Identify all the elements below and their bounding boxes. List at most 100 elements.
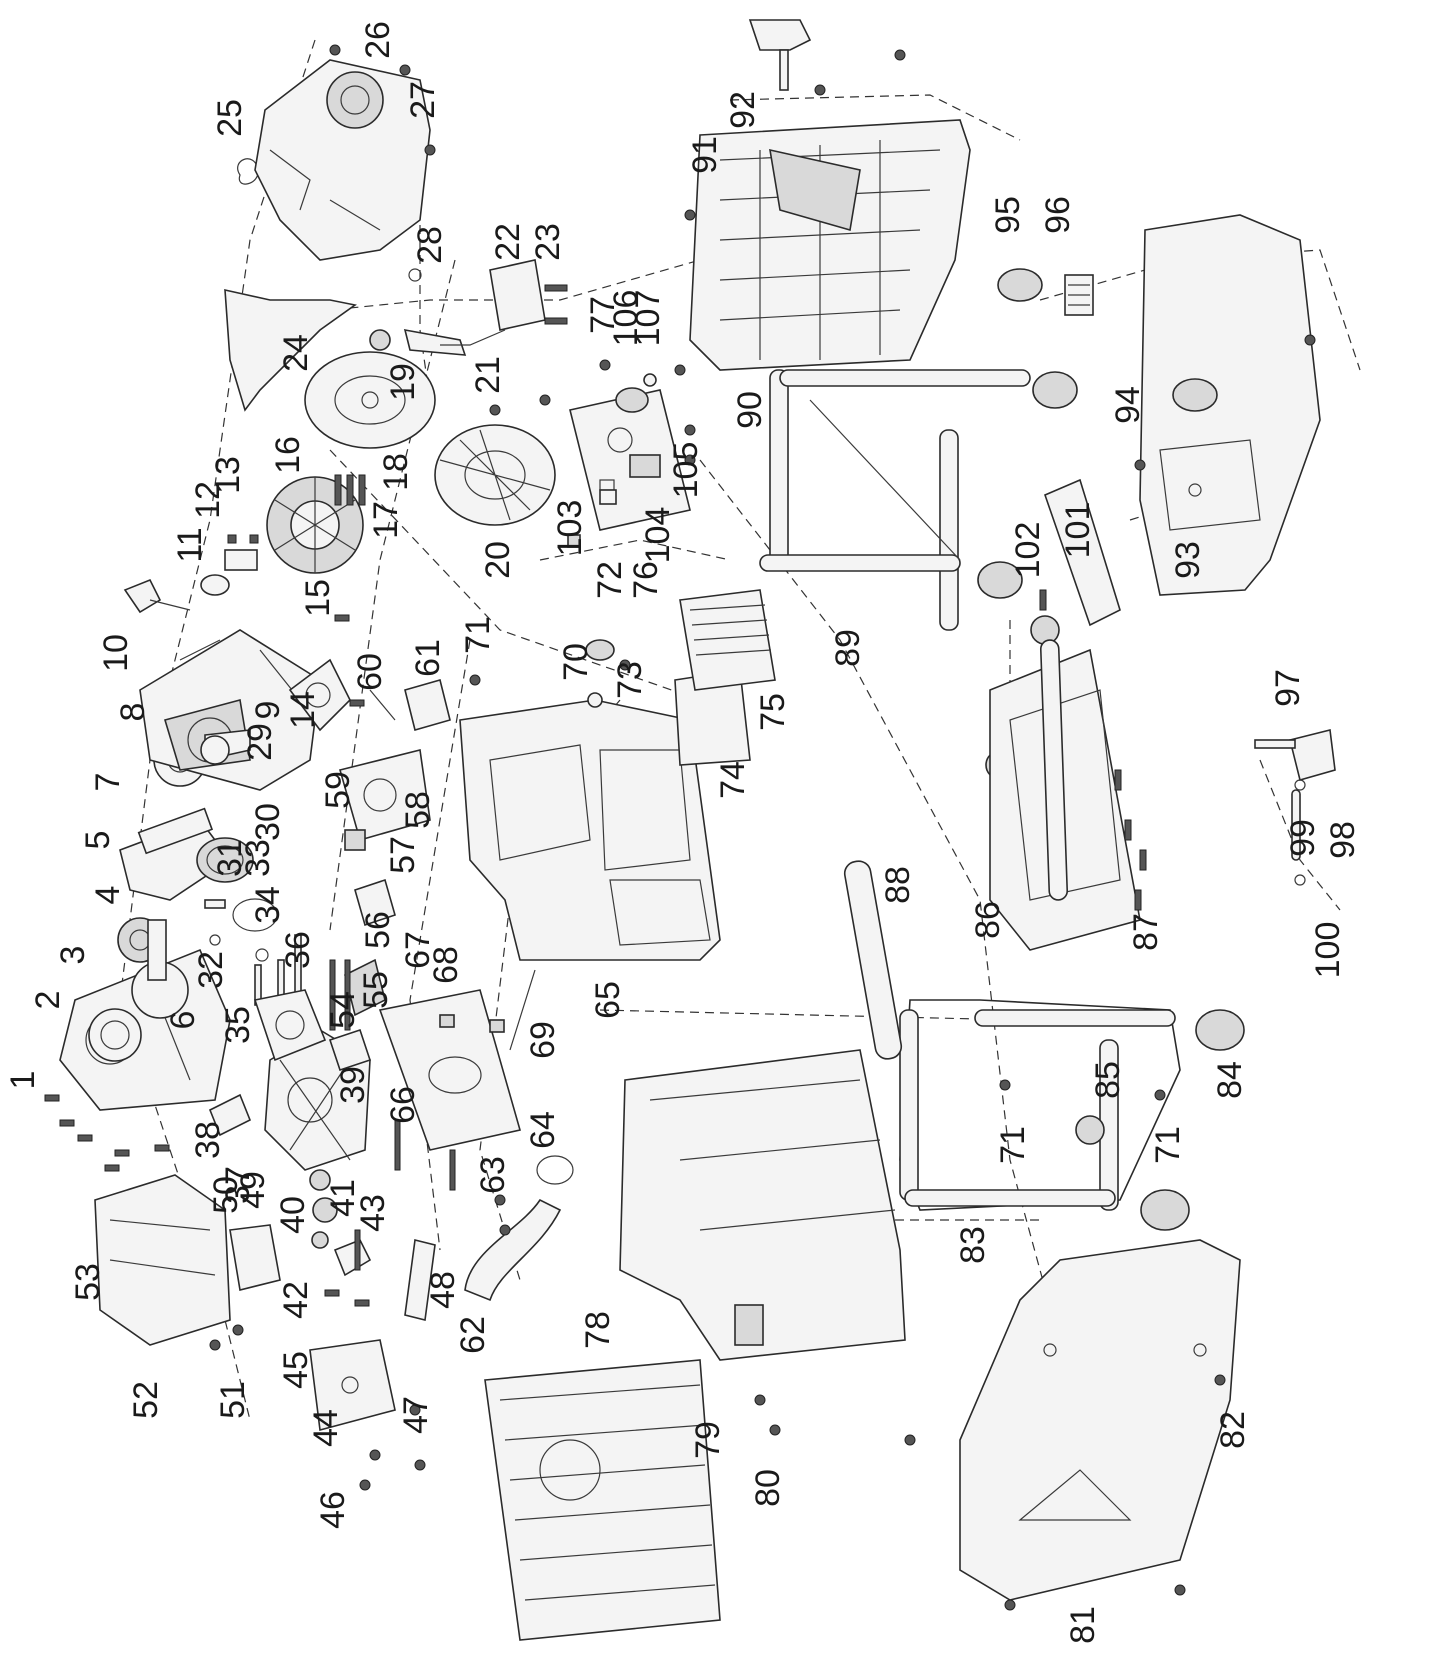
spring-clip [408,268,422,282]
callout-20: 20 [479,541,517,579]
frame-lower [899,999,1181,1211]
piston [196,837,254,883]
callout-56: 56 [359,911,397,949]
fan-shroud [224,288,357,412]
bolt-set-15 [334,614,365,707]
muffler-gasket [229,1224,281,1291]
callout-27: 27 [404,81,442,119]
callout-59: 59 [319,771,357,809]
callout-23: 23 [529,223,567,261]
callout-44: 44 [307,1409,345,1447]
callout-13: 13 [209,456,247,494]
fuel-strainer [1064,274,1094,316]
side-panel-left [619,1049,906,1361]
callout-80: 80 [749,1469,787,1507]
bolt-set-1 [44,1094,170,1172]
callout-67: 67 [399,931,437,969]
connecting-rod [200,729,251,765]
callout-91: 91 [686,136,724,174]
callout-95: 95 [989,196,1027,234]
callout-3: 3 [54,946,92,965]
piston-pin [204,899,226,946]
callout-42: 42 [277,1281,315,1319]
callout-8: 8 [114,703,152,722]
callout-43: 43 [354,1194,392,1232]
callout-21: 21 [469,356,507,394]
callout-48: 48 [424,1271,462,1309]
fuel-tank [1139,214,1321,596]
rocker-arm [333,1229,372,1277]
callout-74: 74 [714,761,752,799]
callout-45: 45 [277,1351,315,1389]
callout-53: 53 [69,1263,107,1301]
callout-12: 12 [189,481,227,519]
callout-65: 65 [589,981,627,1019]
grip [1039,478,1121,627]
callout-78: 78 [579,1311,617,1349]
head-gasket [253,989,327,1062]
spark-plug [208,1093,252,1137]
cooling-fan [434,424,556,526]
callout-29: 29 [241,723,279,761]
callout-100: 100 [1309,922,1347,979]
callout-49: 49 [234,1171,272,1209]
callout-105: 105 [667,442,705,499]
callout-32: 32 [192,951,230,989]
side-panel-upper [689,119,971,371]
callout-75: 75 [754,693,792,731]
callout-57: 57 [384,836,422,874]
recoil-screws [329,44,436,156]
callout-30: 30 [249,803,287,841]
callout-52: 52 [127,1381,165,1419]
panel-screws [599,359,696,436]
callout-16: 16 [269,436,307,474]
callout-55: 55 [357,971,395,1009]
callout-87: 87 [1127,913,1165,951]
front-cover [484,1359,721,1641]
callout-90: 90 [731,391,769,429]
callout-94: 94 [1109,386,1147,424]
callout-33: 33 [239,839,277,877]
rubber-feet-89 [977,371,1078,599]
callout-77: 77 [584,296,622,334]
screw-71 [469,674,1166,1101]
carry-handle [748,19,812,91]
panel-screws-82 [1004,1374,1226,1611]
callout-47: 47 [397,1396,435,1434]
outlets [599,454,696,505]
o-ring [536,1155,574,1185]
callout-11: 11 [171,527,209,562]
callout-103: 103 [551,500,589,557]
callout-84: 84 [1211,1061,1249,1099]
callout-15: 15 [299,579,337,617]
muffler [94,1174,231,1346]
oil-seal [200,574,230,596]
filter-bolts [394,1119,456,1191]
callout-35: 35 [219,1006,257,1044]
callout-76: 76 [627,561,665,599]
callout-9: 9 [249,701,287,720]
callout-28: 28 [411,226,449,264]
panel-screws-91 [684,49,906,221]
callout-14: 14 [284,691,322,729]
callout-86: 86 [969,901,1007,939]
breather-tube [404,1239,436,1321]
intake-gaskets [328,878,396,1072]
callout-34: 34 [249,886,287,924]
callout-4: 4 [89,886,127,905]
fuel-hose [1291,789,1301,861]
callout-82: 82 [1214,1411,1252,1449]
callout-17: 17 [367,501,405,539]
bolt-set-45 [324,1289,370,1307]
elbow-nuts [494,1194,511,1236]
callout-69: 69 [524,1021,562,1059]
callout-68: 68 [427,946,465,984]
callout-22: 22 [489,223,527,261]
fuel-valve [1254,729,1336,781]
bearing [88,1008,142,1062]
base-bolts [1114,769,1147,911]
callout-5: 5 [79,831,117,850]
callout-101: 101 [1059,502,1097,559]
filter-clips [439,969,536,1051]
side-panel-right [959,1239,1241,1601]
